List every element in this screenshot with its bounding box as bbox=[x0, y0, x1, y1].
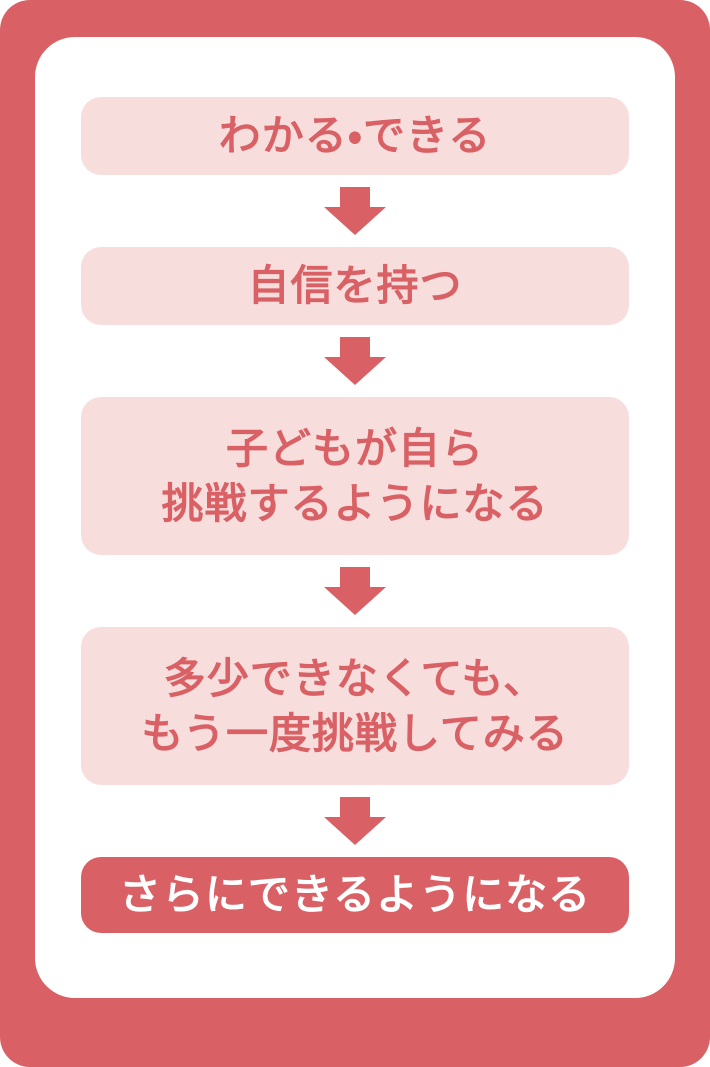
arrow-down-icon bbox=[324, 567, 386, 615]
flow-step-1: わかる・できる bbox=[81, 97, 629, 175]
flow-step-3-label-line-2: 挑戦するようになる bbox=[161, 480, 549, 527]
flow-step-4-label-line-1: 多少できなくても、 bbox=[163, 654, 547, 702]
flow-step-3: 子どもが自ら 挑戦するようになる bbox=[81, 397, 629, 555]
flow-step-1-label: わかる・できる bbox=[218, 112, 492, 160]
flow-diagram: わかる・できる 自信を持つ 子どもが自ら 挑戦するようになる 多少できなくても、… bbox=[81, 97, 629, 933]
card-inner: わかる・できる 自信を持つ 子どもが自ら 挑戦するようになる 多少できなくても、… bbox=[35, 37, 675, 998]
flow-step-4: 多少できなくても、 もう一度挑戦してみる bbox=[81, 627, 629, 785]
arrow-down-icon bbox=[324, 337, 386, 385]
flow-step-4-label-line-2: もう一度挑戦してみる bbox=[141, 710, 569, 757]
flow-step-5: さらにできるようになる bbox=[81, 857, 629, 933]
arrow-down-icon bbox=[324, 187, 386, 235]
flow-step-2: 自信を持つ bbox=[81, 247, 629, 325]
arrow-down-icon bbox=[324, 797, 386, 845]
flow-step-5-label: さらにできるようになる bbox=[118, 871, 592, 919]
flow-step-3-label-line-1: 子どもが自ら bbox=[225, 424, 484, 472]
flow-step-2-label: 自信を持つ bbox=[247, 262, 463, 310]
